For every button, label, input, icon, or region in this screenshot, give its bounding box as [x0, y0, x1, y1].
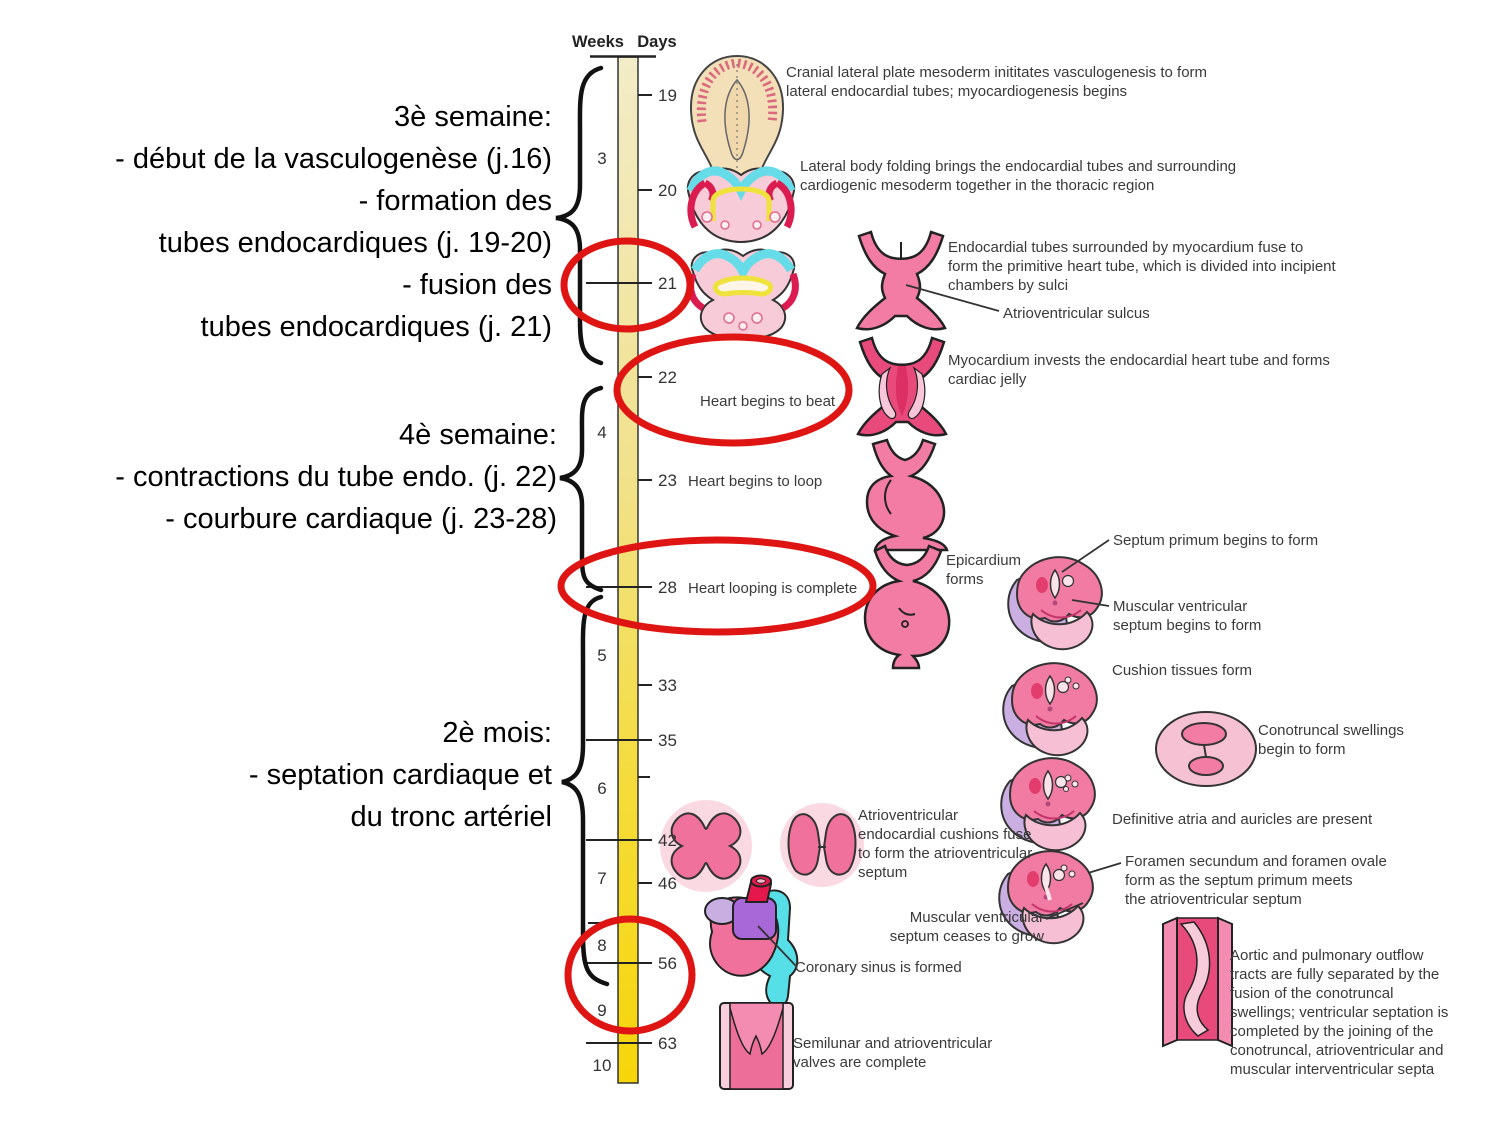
- annotation-loop-complete: Heart looping is complete: [688, 580, 858, 597]
- highlight-ellipse-looping-complete: [557, 536, 877, 636]
- week-label-5: 5: [597, 646, 607, 665]
- outflow-tracts-illustration: [1162, 916, 1233, 1048]
- week-label-8: 8: [597, 936, 607, 955]
- day-label-28: 28: [658, 578, 677, 597]
- annotation-muscular-begins: Muscular ventricular septum begins to fo…: [1113, 598, 1262, 635]
- looping-heart-illustration: [865, 438, 949, 552]
- day-label-42: 42: [658, 831, 677, 850]
- annotation-epicardium: Epicardium forms: [946, 552, 1022, 589]
- annotation-endocardial-fuse: Endocardial tubes surrounded by myocardi…: [948, 239, 1336, 295]
- day-label-35: 35: [658, 731, 677, 750]
- day-label-20: 20: [658, 181, 677, 200]
- cushion-tissues-section-illustration: [1002, 662, 1098, 757]
- day-label-21: 21: [658, 274, 677, 293]
- annotation-definitive-atria: Definitive atria and auricles are presen…: [1112, 811, 1373, 828]
- annotation-heart-beat: Heart begins to beat: [700, 393, 836, 410]
- annotation-av-cushions: Atrioventricular endocardial cushions fu…: [858, 807, 1033, 882]
- valve-cutaway-illustration: [719, 1002, 794, 1090]
- week-label-4: 4: [597, 423, 607, 442]
- days-header: Days: [637, 33, 677, 51]
- week-label-9: 9: [597, 1001, 607, 1020]
- av-cushions-fused-illustration: [780, 803, 864, 887]
- annotation-muscular-ceases: Muscular ventricular septum ceases to gr…: [889, 909, 1044, 946]
- cardiac-jelly-tube-illustration: [856, 336, 948, 437]
- week-label-6: 6: [597, 779, 607, 798]
- cross-section-day20-illustration: [686, 166, 796, 243]
- french-month2-annotation: 2è mois: - septation cardiaque et du tro…: [248, 717, 552, 833]
- annotation-cranial-mesoderm: Cranial lateral plate mesoderm inititate…: [786, 64, 1208, 101]
- looped-heart-illustration: [863, 544, 951, 670]
- annotation-septum-primum: Septum primum begins to form: [1113, 532, 1319, 549]
- annotation-heart-loop: Heart begins to loop: [688, 473, 823, 490]
- annotation-semilunar-valves: Semilunar and atrioventricular valves ar…: [793, 1035, 993, 1072]
- brace-week3: [555, 65, 604, 366]
- weeks-header: Weeks: [572, 33, 624, 51]
- brace-week4: [559, 385, 604, 593]
- timeline-bar: [586, 55, 656, 1084]
- day-label-33: 33: [658, 676, 677, 695]
- primitive-heart-tube-illustration: [855, 230, 947, 331]
- cross-section-day21-illustration: [687, 248, 799, 339]
- highlight-ellipse-day21: [560, 237, 694, 333]
- coronary-sinus-heart-illustration: [704, 874, 799, 1008]
- day-label-63: 63: [658, 1034, 677, 1053]
- day-label-23: 23: [658, 471, 677, 490]
- annotation-lateral-folding: Lateral body folding brings the endocard…: [800, 158, 1237, 195]
- week-label-3: 3: [597, 149, 607, 168]
- annotation-cushion-tissues: Cushion tissues form: [1112, 662, 1253, 679]
- brace-month2: [561, 594, 610, 987]
- definitive-atria-section-illustration: [1000, 757, 1096, 852]
- annotation-conotruncal: Conotruncal swellings begin to form: [1258, 722, 1404, 759]
- annotation-coronary-sinus: Coronary sinus is formed: [795, 959, 962, 976]
- week-label-10: 10: [592, 1056, 612, 1075]
- embryo-illustration: [689, 54, 785, 196]
- leader-lines: [757, 284, 1122, 967]
- conotruncal-swellings-illustration: [1155, 711, 1257, 787]
- french-week4-annotation: 4è semaine: - contractions du tube endo.…: [115, 419, 557, 535]
- foramen-ovale-section-illustration: [998, 850, 1094, 945]
- annotation-foramen: Foramen secundum and foramen ovale form …: [1125, 853, 1387, 909]
- day-label-19: 19: [658, 86, 677, 105]
- highlight-ellipse-heart-beat: [613, 333, 853, 447]
- annotation-myocardium-invests: Myocardium invests the endocardial heart…: [948, 352, 1330, 389]
- highlight-ellipse-week8-9: [564, 915, 696, 1035]
- av-cushions-open-illustration: [660, 800, 752, 892]
- french-week3-annotation: 3è semaine: - début de la vasculogenèse …: [115, 101, 552, 343]
- day-label-56: 56: [658, 954, 677, 973]
- week-label-7: 7: [597, 869, 607, 888]
- day-label-46: 46: [658, 874, 677, 893]
- annotation-av-sulcus: Atrioventricular sulcus: [1003, 305, 1150, 322]
- day-label-22: 22: [658, 368, 677, 387]
- annotation-aortic-outflow: Aortic and pulmonary outflow tracts are …: [1230, 947, 1449, 1079]
